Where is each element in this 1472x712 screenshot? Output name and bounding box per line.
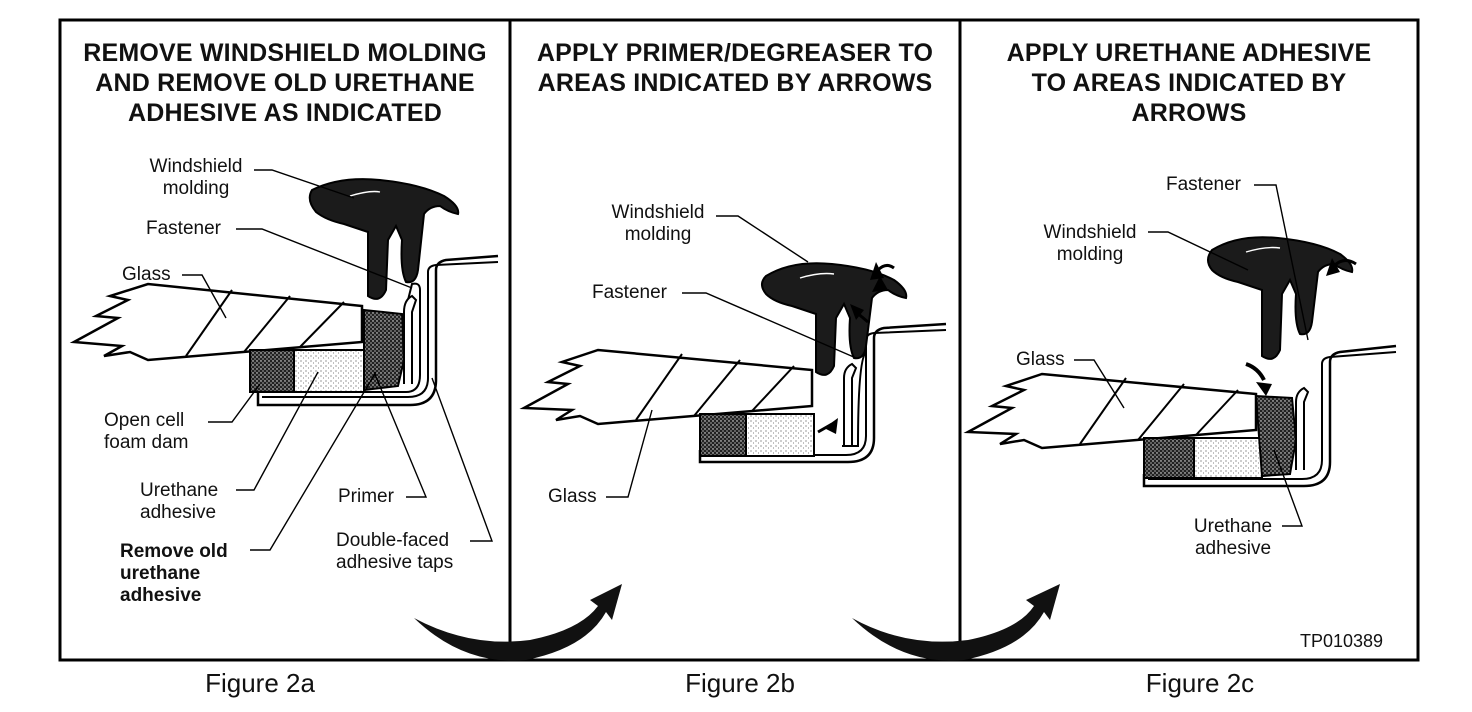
panel-a-label-foam-dam: Open cell foam dam [104, 410, 188, 454]
caption-figure-2c: Figure 2c [1145, 668, 1255, 698]
panel-b-title-line-1: APPLY PRIMER/DEGREASER TO [536, 39, 934, 67]
panel-c-label-glass: Glass [1016, 349, 1065, 370]
panel-b-drawing [519, 215, 947, 498]
panel-c-label-windshield-molding: Windshield molding [1034, 222, 1146, 266]
transition-arrow-b-to-c [852, 584, 1060, 661]
panel-a-title: REMOVE WINDSHIELD MOLDING AND REMOVE OLD… [62, 38, 508, 128]
panel-a-drawing [69, 169, 499, 551]
panel-a-label-remove-old: Remove old urethane adhesive [120, 541, 228, 607]
panel-c-label-urethane: Urethane adhesive [1186, 516, 1280, 560]
label-line: Windshield [1043, 222, 1137, 243]
label-line: urethane [120, 563, 201, 584]
label-line: Windshield [611, 202, 705, 223]
figure-code: TP010389 [1300, 631, 1384, 651]
label-line: Urethane [1193, 516, 1273, 537]
label-line: Urethane [140, 480, 219, 501]
panel-b-label-glass: Glass [548, 486, 597, 507]
label-line: adhesive taps [336, 552, 454, 573]
label-line: molding [162, 178, 230, 199]
panel-b-label-windshield-molding: Windshield molding [602, 202, 714, 246]
label-line: adhesive [1194, 538, 1272, 559]
caption-figure-2b: Figure 2b [685, 668, 795, 698]
label-line: Open cell [104, 410, 185, 431]
panel-a-label-urethane: Urethane adhesive [140, 480, 218, 524]
label-line: molding [624, 224, 692, 245]
panel-b-title: APPLY PRIMER/DEGREASER TO AREAS INDICATE… [512, 38, 958, 98]
panel-c-label-fastener: Fastener [1166, 174, 1241, 195]
label-line: adhesive [140, 502, 217, 523]
caption-figure-2a: Figure 2a [205, 668, 315, 698]
label-line: Double-faced [336, 530, 450, 551]
panel-a-label-windshield-molding: Windshield molding [140, 156, 252, 200]
transition-arrow-a-to-b [414, 584, 622, 661]
label-line: foam dam [104, 432, 189, 453]
label-line: Remove old [120, 541, 228, 562]
panel-a-title-line-1: REMOVE WINDSHIELD MOLDING [83, 39, 487, 67]
panel-a-label-tape: Double-faced adhesive taps [336, 530, 453, 574]
panel-c-drawing [963, 184, 1397, 527]
panel-a-title-line-3: ADHESIVE AS INDICATED [128, 99, 442, 127]
panel-c-title: APPLY URETHANE ADHESIVE TO AREAS INDICAT… [962, 38, 1416, 128]
panel-a-label-fastener: Fastener [146, 218, 221, 239]
panel-c-title-line-1: APPLY URETHANE ADHESIVE [1006, 39, 1372, 67]
panel-b-label-fastener: Fastener [592, 282, 667, 303]
label-line: adhesive [120, 585, 202, 606]
figure-frame [58, 18, 1420, 662]
panel-a-title-line-2: AND REMOVE OLD URETHANE [95, 69, 475, 97]
label-line: molding [1056, 244, 1124, 265]
panel-c-title-line-2: TO AREAS INDICATED BY [1031, 69, 1347, 97]
label-line: Windshield [149, 156, 243, 177]
panel-b-title-line-2: AREAS INDICATED BY ARROWS [537, 69, 933, 97]
panel-a-label-glass: Glass [122, 264, 171, 285]
panel-a-label-primer: Primer [338, 486, 394, 507]
panel-c-title-line-3: ARROWS [1131, 99, 1247, 127]
